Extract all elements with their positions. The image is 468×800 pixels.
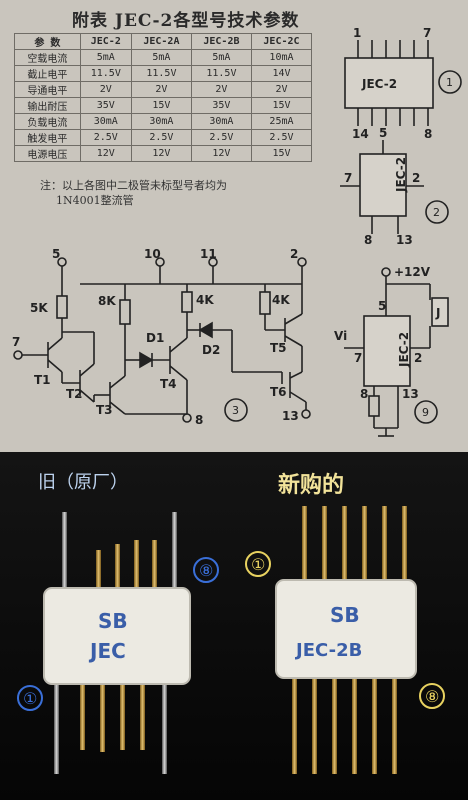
transistor-label: T1 [34, 373, 51, 387]
package-top-view [344, 40, 462, 126]
pkg1-pin-label: 8 [424, 127, 432, 141]
old-chip-body [43, 587, 191, 685]
table-cell: 电源电压 [14, 145, 81, 162]
note-line: 注：以上各图中二极管未标型号者均为 [40, 179, 227, 192]
chip-photo-drawing: 旧（原厂） 新购的 SB JEC ⑧ [0, 452, 468, 800]
transistor-label: T3 [96, 403, 113, 417]
table-row: 负载电流 30mA 30mA 30mA 25mA [14, 113, 313, 130]
circuit-pin-label: 8 [195, 413, 203, 427]
internal-circuit [13, 257, 311, 423]
table-row: 触发电平 2.5V 2.5V 2.5V 2.5V [14, 129, 313, 146]
new-chip-pin-top-label: ① [251, 555, 265, 574]
package-symbol [340, 140, 449, 234]
pkg1-pin-label: 14 [352, 127, 369, 141]
supply-label: +12V [394, 265, 431, 279]
app-pin-label: 7 [354, 351, 362, 365]
resistor-label: 5K [30, 301, 48, 315]
schematic-drawings: 1 7 14 8 JEC-2 1 5 7 2 8 13 JEC-2 2 5 10… [12, 26, 462, 437]
pkg2-pin-label: 8 [364, 233, 372, 247]
app-pin-label: 2 [414, 351, 422, 365]
old-chip-logo: SB [98, 609, 128, 633]
table-cell: 2V [250, 81, 313, 98]
new-chip-logo: SB [330, 603, 360, 627]
table-row: 电源电压 12V 12V 12V 15V [14, 145, 313, 162]
pkg2-pin-label: 7 [344, 171, 352, 185]
new-chip-pin-bottom-label: ⑧ [425, 687, 439, 706]
new-chip-body [275, 579, 417, 679]
new-chip-pins [292, 506, 407, 774]
pkg1-pin-label: 1 [353, 26, 361, 40]
table-row: 空载电流 5mA 5mA 5mA 10mA [14, 49, 313, 66]
transistor-label: T4 [160, 377, 177, 391]
old-pin-label-ring [193, 557, 219, 583]
old-chip-pin-bottom-label: ① [23, 689, 37, 708]
table-cell: 12V [79, 145, 132, 162]
resistor-label: 4K [272, 293, 290, 307]
circuit-pin-label: 11 [200, 247, 217, 261]
old-chip-marking: JEC [88, 639, 126, 663]
app-chip-label: JEC-2 [397, 332, 411, 368]
table-cell: 15V [250, 145, 313, 162]
table-row: 截止电平 11.5V 11.5V 11.5V 14V [14, 65, 313, 82]
spec-table: 参 数 JEC-2 JEC-2A JEC-2B JEC-2C 空载电流 5mA … [14, 33, 313, 162]
app-figure-number: 9 [422, 406, 429, 419]
application-circuit [344, 267, 449, 437]
table-row: 导通电平 2V 2V 2V 2V [14, 81, 313, 98]
pkg2-pin-label: 5 [379, 126, 387, 140]
diode-label: D1 [146, 331, 164, 345]
old-chip-pins [54, 512, 177, 774]
circuit-pin-label: 13 [282, 409, 299, 423]
vi-label: Vi [334, 329, 347, 343]
new-chip-marking: JEC-2B [294, 640, 362, 661]
datasheet-title: 附表 JEC-2各型号技术参数 [72, 11, 300, 31]
pkg1-figure-number: 1 [446, 76, 453, 89]
circuit-pin-label: 10 [144, 247, 161, 261]
chip-photo: 旧（原厂） 新购的 SB JEC ⑧ [0, 452, 468, 800]
old-chip-caption: 旧（原厂） [38, 472, 128, 493]
pkg2-chip-label: JEC-2 [394, 157, 408, 193]
circuit-pin-label: 2 [290, 247, 298, 261]
diode-label: D2 [202, 343, 220, 357]
datasheet-scan: 附表 JEC-2各型号技术参数 参 数 JEC-2 JEC-2A JEC-2B … [0, 0, 468, 452]
resistor-label: 8K [98, 294, 116, 308]
resistor-label: 4K [196, 293, 214, 307]
pkg2-pin-label: 2 [412, 171, 420, 185]
old-pin-label-ring [17, 685, 43, 711]
pkg2-figure-number: 2 [433, 206, 440, 219]
circuit-figure-number: 3 [232, 404, 239, 417]
note-line: 1N4001整流管 [56, 194, 134, 207]
table-row: 输出耐压 35V 15V 35V 15V [14, 97, 313, 114]
table-note: 注：以上各图中二极管未标型号者均为 1N4001整流管 [40, 178, 320, 208]
transistor-label: T6 [270, 385, 287, 399]
app-pin-label: 13 [402, 387, 419, 401]
old-chip-pin-top-label: ⑧ [199, 561, 213, 580]
circuit-pin-label: 5 [52, 247, 60, 261]
pkg1-pin-label: 7 [423, 26, 431, 40]
transistor-label: T2 [66, 387, 83, 401]
circuit-pin-label: 7 [12, 335, 20, 349]
pkg1-chip-label: JEC-2 [361, 77, 397, 91]
transistor-label: T5 [270, 341, 287, 355]
table-cell: 12V [190, 145, 252, 162]
new-pin-label-ring [245, 551, 271, 577]
new-pin-label-ring [419, 683, 445, 709]
relay-label: J [435, 306, 440, 320]
new-chip-caption: 新购的 [278, 472, 344, 498]
app-pin-label: 8 [360, 387, 368, 401]
app-pin-label: 5 [378, 299, 386, 313]
pkg2-pin-label: 13 [396, 233, 413, 247]
